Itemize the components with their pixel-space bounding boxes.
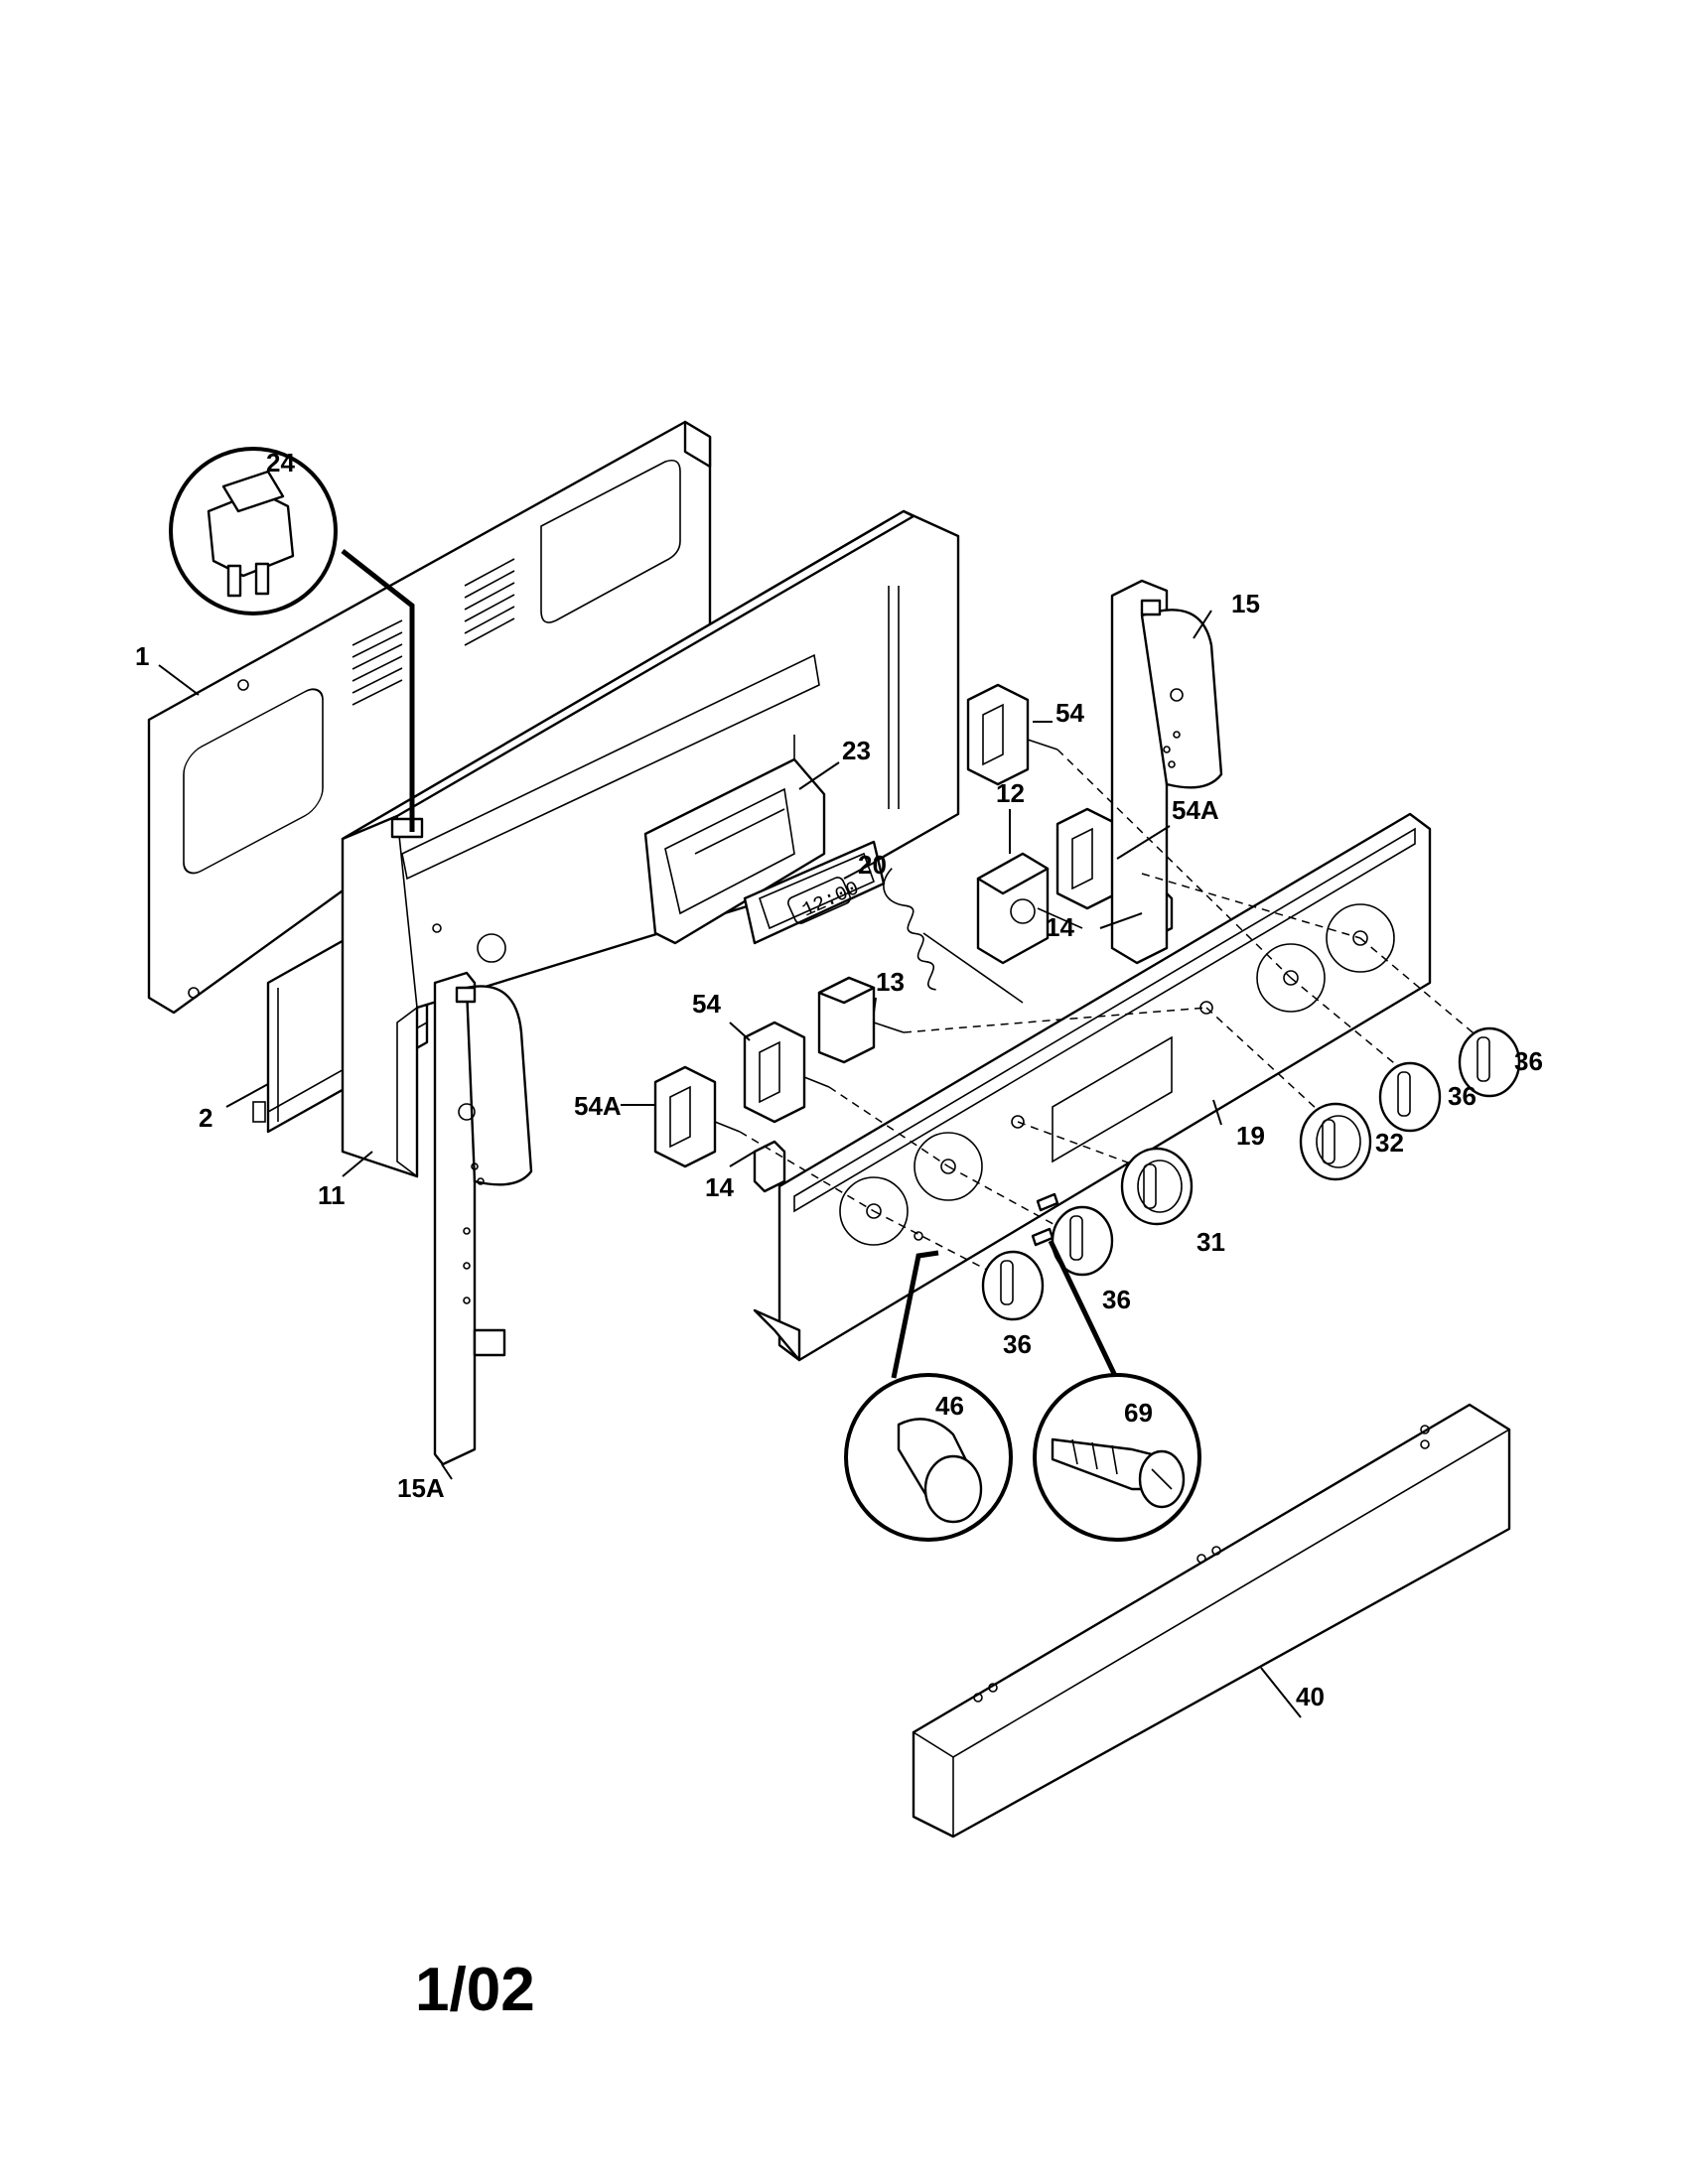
label-69: 69 bbox=[1124, 1398, 1153, 1428]
part-15-right-bracket bbox=[1110, 579, 1223, 965]
label-19: 19 bbox=[1236, 1121, 1265, 1151]
part-19-control-panel bbox=[753, 812, 1432, 1362]
label-14-right: 14 bbox=[1046, 912, 1074, 942]
label-15: 15 bbox=[1231, 589, 1260, 618]
label-1: 1 bbox=[135, 641, 149, 671]
label-46: 46 bbox=[935, 1391, 964, 1421]
part-54-mid-switch bbox=[743, 1021, 830, 1124]
part-12-oven-selector bbox=[976, 852, 1083, 965]
label-54-mid: 54 bbox=[692, 989, 721, 1019]
label-12: 12 bbox=[996, 778, 1025, 808]
label-36-lower-left: 36 bbox=[1003, 1329, 1032, 1359]
part-15a-left-bracket bbox=[433, 971, 533, 1466]
label-2: 2 bbox=[199, 1103, 212, 1133]
label-32: 32 bbox=[1375, 1128, 1404, 1158]
part-23-clock-bracket bbox=[643, 735, 826, 945]
part-54-top-switch bbox=[966, 683, 1058, 786]
part-1-rear-panel bbox=[147, 420, 712, 1015]
label-31: 31 bbox=[1196, 1227, 1225, 1257]
callout-24-rocker-switch bbox=[169, 447, 415, 832]
panel-screws bbox=[1031, 1192, 1059, 1247]
label-36-top-right: 36 bbox=[1514, 1046, 1543, 1076]
label-54a-left: 54A bbox=[574, 1091, 622, 1121]
knob-31 bbox=[1120, 1147, 1194, 1226]
label-54-top: 54 bbox=[1055, 698, 1084, 728]
label-54a-right: 54A bbox=[1172, 795, 1219, 825]
footer-date: 1/02 bbox=[415, 1956, 535, 2024]
part-labels: 24 1 2 11 15A 23 20 12 54 15 54A 14 13 5… bbox=[135, 448, 1543, 1711]
label-20: 20 bbox=[858, 850, 887, 880]
knob-36-top-right bbox=[1458, 1026, 1521, 1098]
part-13-thermostat bbox=[817, 976, 905, 1064]
knob-36-lower-left bbox=[981, 1250, 1045, 1321]
part-40-lower-trim bbox=[912, 1403, 1511, 1839]
knob-36-top-mid bbox=[1378, 1061, 1442, 1133]
callout-69-screw bbox=[1033, 1239, 1201, 1542]
callout-46-plug-button bbox=[844, 1250, 1013, 1542]
label-13: 13 bbox=[876, 967, 905, 997]
label-40: 40 bbox=[1296, 1682, 1325, 1711]
leader-lines bbox=[158, 610, 1302, 1718]
label-24: 24 bbox=[266, 448, 295, 478]
label-15a: 15A bbox=[397, 1473, 445, 1503]
part-54a-left-switch bbox=[653, 1065, 741, 1168]
label-36-lower-right: 36 bbox=[1102, 1285, 1131, 1314]
label-36-top-mid: 36 bbox=[1448, 1081, 1477, 1111]
label-23: 23 bbox=[842, 736, 871, 765]
label-14-left: 14 bbox=[705, 1172, 734, 1202]
knob-32 bbox=[1299, 1102, 1372, 1181]
label-11: 11 bbox=[318, 1180, 346, 1210]
